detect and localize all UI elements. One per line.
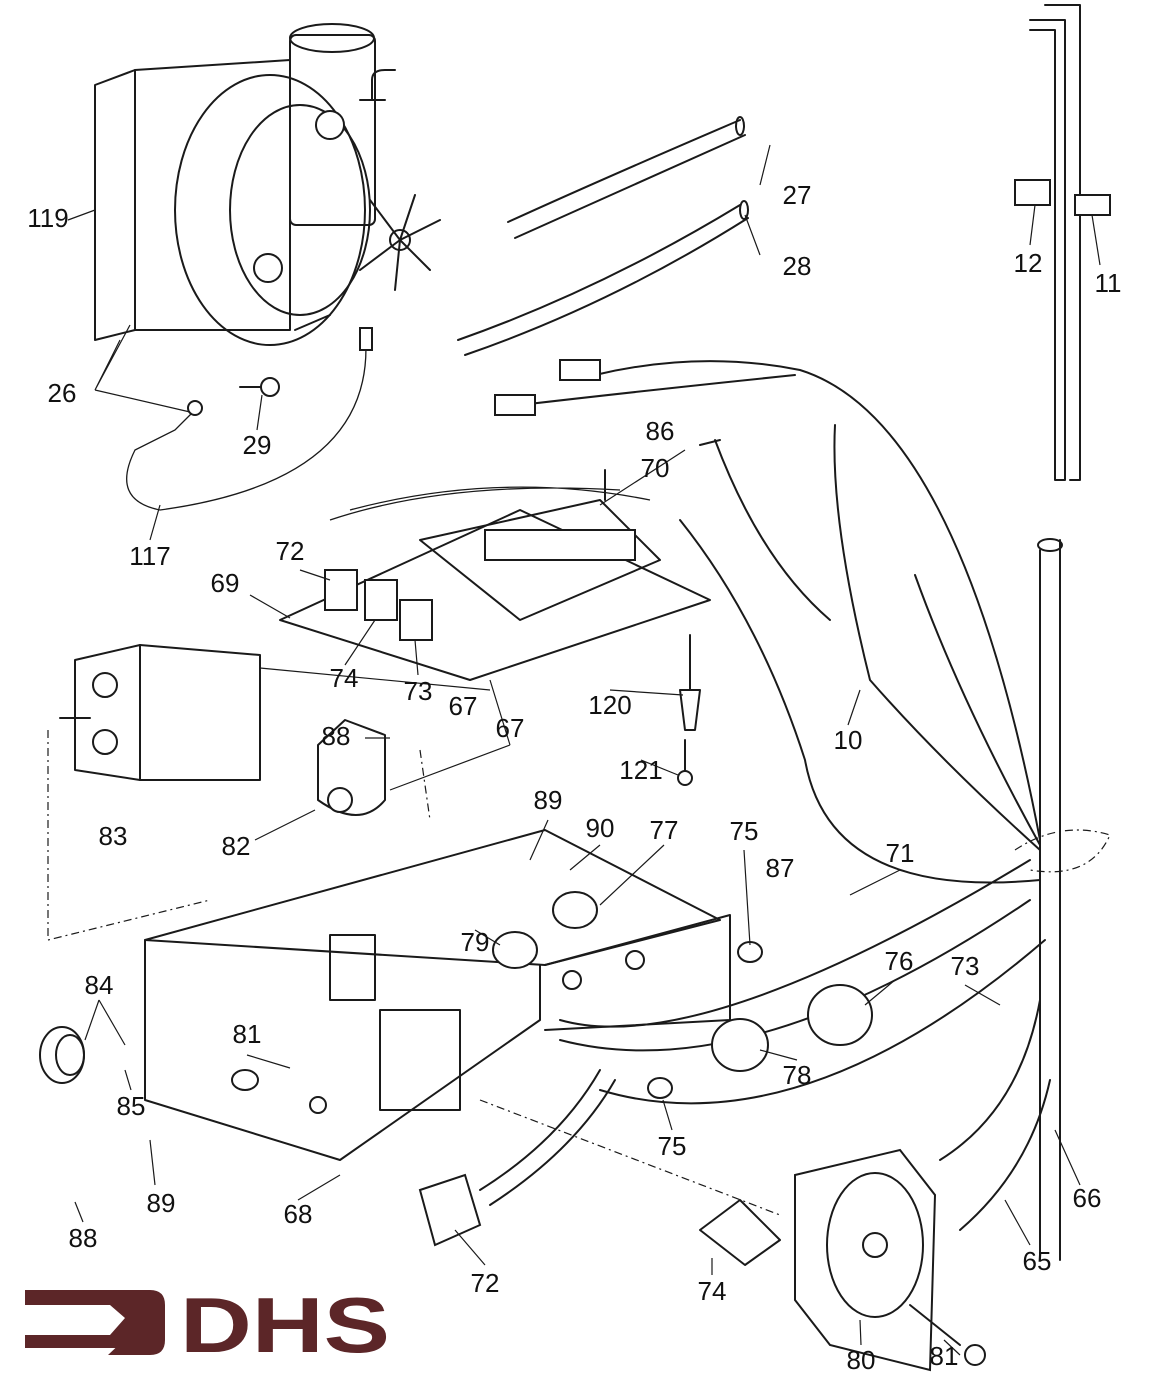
callout-84: 84 (85, 970, 114, 1000)
callout-90: 90 (586, 813, 615, 843)
callout-70: 70 (641, 453, 670, 483)
microswitch-82 (317, 719, 386, 816)
tube-28 (457, 200, 749, 356)
fan-assembly (94, 23, 441, 346)
callout-29: 29 (243, 430, 272, 460)
callout-72: 72 (276, 536, 305, 566)
callout-67: 67 (449, 691, 478, 721)
callout-81: 81 (233, 1019, 262, 1049)
logo-text: DHS (180, 1281, 390, 1369)
pressure-switch-80 (479, 1099, 986, 1372)
callout-78: 78 (783, 1060, 812, 1090)
callout-86: 86 (646, 416, 675, 446)
grommets (231, 891, 873, 1099)
pcb-69 (279, 486, 711, 681)
callout-74: 74 (698, 1276, 727, 1306)
callout-labels: 119 27 28 12 11 26 29 86 70 117 72 69 74 73 67 120 88 67 1… (27, 180, 1121, 1375)
callout-81: 81 (930, 1341, 959, 1371)
earth-lead (126, 327, 373, 511)
callout-12: 12 (1014, 248, 1043, 278)
callout-85: 85 (117, 1091, 146, 1121)
callout-77: 77 (650, 815, 679, 845)
knob-84 (39, 1026, 85, 1084)
leader-lines (67, 144, 1101, 1356)
screw-29 (239, 377, 280, 397)
callout-89: 89 (534, 785, 563, 815)
callout-75: 75 (730, 816, 759, 846)
callout-72: 72 (471, 1268, 500, 1298)
callout-27: 27 (783, 180, 812, 210)
thermostat-83 (59, 644, 261, 781)
callout-11: 11 (1095, 268, 1122, 298)
callout-120: 120 (588, 690, 631, 720)
callout-88: 88 (322, 721, 351, 751)
plug-72 (418, 1069, 616, 1247)
callout-74: 74 (330, 663, 359, 693)
callout-68: 68 (284, 1199, 313, 1229)
spacer-120-121 (677, 634, 701, 786)
callout-73: 73 (404, 676, 433, 706)
wiring-harness (494, 359, 1111, 1261)
callout-121: 121 (619, 755, 662, 785)
callout-82: 82 (222, 831, 251, 861)
callout-88: 88 (69, 1223, 98, 1253)
callout-80: 80 (847, 1345, 876, 1375)
callout-71: 71 (886, 838, 915, 868)
callout-69: 69 (211, 568, 240, 598)
callout-28: 28 (783, 251, 812, 281)
logo-arrow-mark (25, 1290, 165, 1355)
callout-66: 66 (1073, 1183, 1102, 1213)
callout-65: 65 (1023, 1246, 1052, 1276)
callout-79: 79 (461, 927, 490, 957)
callout-117: 117 (129, 541, 170, 571)
callout-73: 73 (951, 951, 980, 981)
callout-89: 89 (147, 1188, 176, 1218)
control-box-68 (47, 730, 731, 1161)
callout-76: 76 (885, 946, 914, 976)
callout-10: 10 (834, 725, 863, 755)
dhs-logo: DHS (25, 1281, 390, 1369)
callout-87: 87 (766, 853, 795, 883)
tube-27 (507, 116, 746, 239)
callout-119: 119 (27, 203, 68, 233)
electrode-rods (1014, 4, 1111, 481)
callout-75: 75 (658, 1131, 687, 1161)
callout-67: 67 (496, 713, 525, 743)
callout-26: 26 (48, 378, 77, 408)
callout-83: 83 (99, 821, 128, 851)
